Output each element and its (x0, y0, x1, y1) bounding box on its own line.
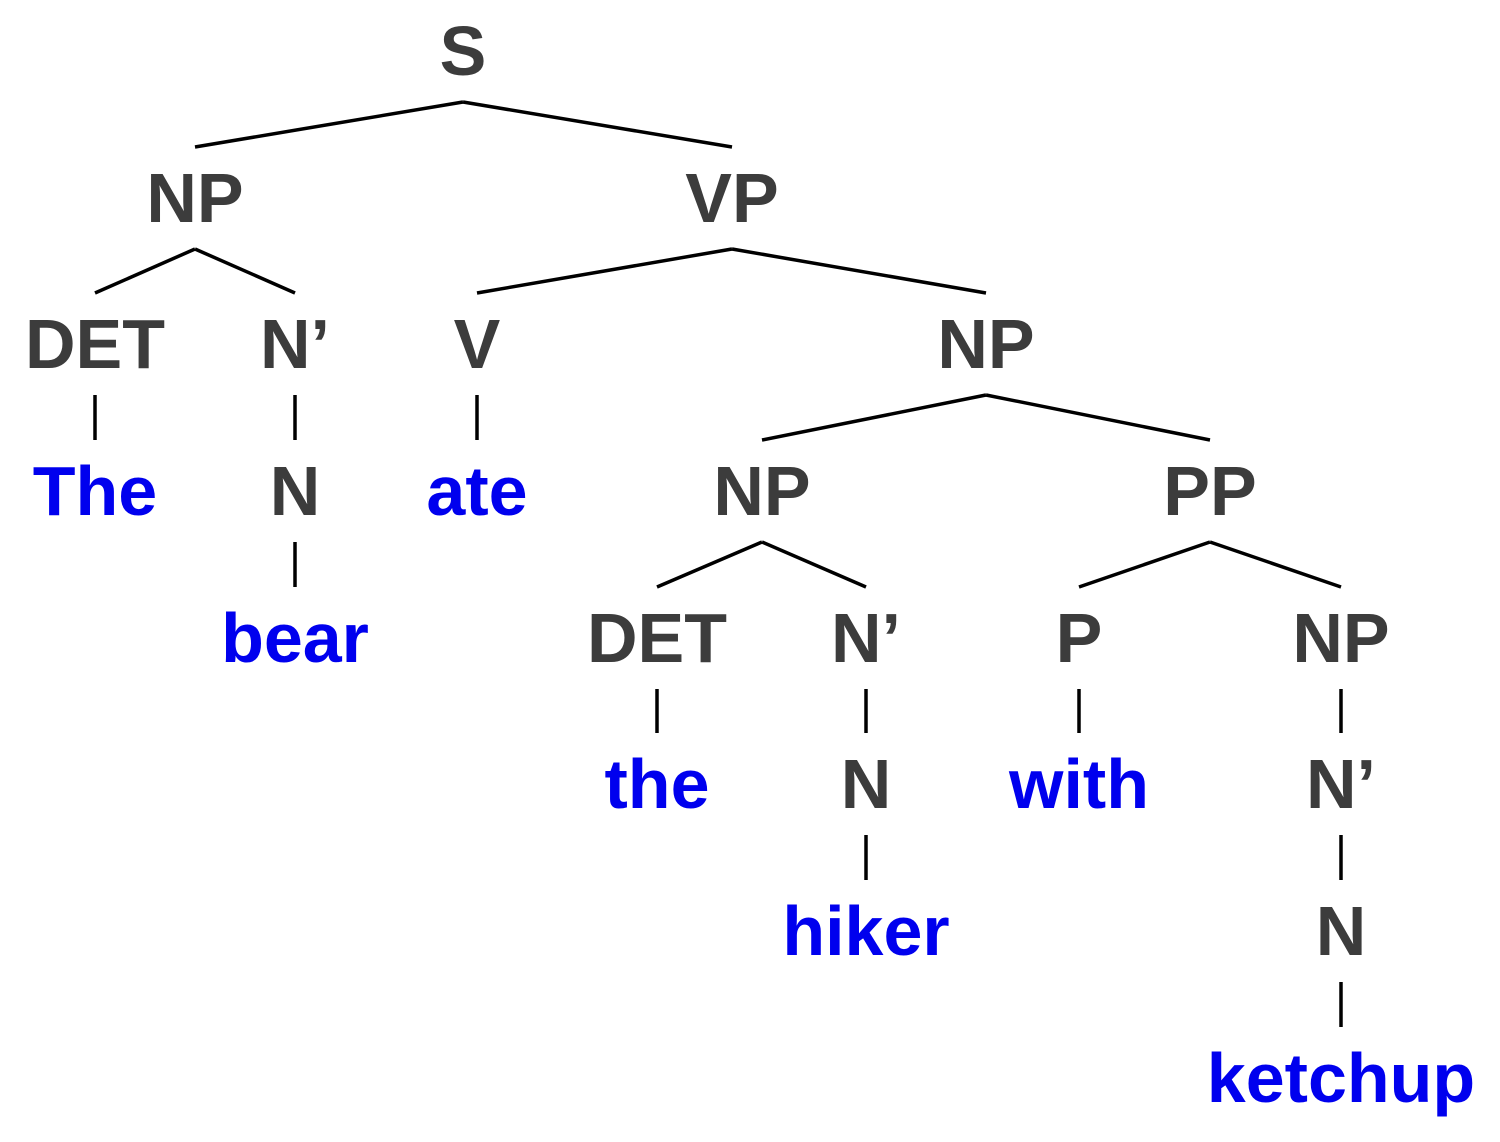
node-n-2: N (841, 745, 892, 823)
node-np-object: NP (937, 305, 1034, 383)
node-n-3: N (1316, 892, 1367, 970)
node-np-pp: NP (1292, 599, 1389, 677)
edge-s-to-np_subject (194, 100, 464, 149)
word-word-ate: ate (426, 452, 527, 530)
node-nbar-2: N’ (831, 599, 901, 677)
edge-np_inner-to-det_2 (656, 540, 763, 589)
node-np-inner: NP (713, 452, 810, 530)
node-vp: VP (685, 159, 778, 237)
edge-vp-to-np_object (731, 247, 987, 295)
edge-np_inner-to-nbar_2 (761, 540, 867, 589)
edge-vp-to-v (476, 247, 733, 295)
node-det-1: DET (25, 305, 165, 383)
word-word-with: with (1008, 745, 1149, 823)
edge-np_object-to-pp (985, 393, 1211, 442)
word-word-ketchup: ketchup (1207, 1039, 1475, 1117)
edge-np_subject-to-det_1 (94, 247, 196, 295)
edge-np_object-to-np_inner (761, 393, 987, 442)
node-n-1: N (270, 452, 321, 530)
word-word-bear: bear (221, 599, 369, 677)
node-nbar-3: N’ (1306, 745, 1376, 823)
tree-edges (93, 100, 1343, 1027)
word-word-hiker: hiker (782, 892, 949, 970)
node-det-2: DET (587, 599, 727, 677)
node-np-subject: NP (146, 159, 243, 237)
edge-pp-to-np_pp (1209, 540, 1342, 589)
node-p: P (1056, 599, 1103, 677)
node-s: S (440, 12, 487, 90)
edge-s-to-vp (462, 100, 733, 149)
word-word-the-2: the (605, 745, 710, 823)
node-v: V (454, 305, 501, 383)
word-word-the-1: The (33, 452, 157, 530)
edge-pp-to-p (1078, 540, 1211, 589)
node-nbar-1: N’ (260, 305, 330, 383)
edge-np_subject-to-nbar_1 (194, 247, 296, 295)
node-pp: PP (1163, 452, 1256, 530)
